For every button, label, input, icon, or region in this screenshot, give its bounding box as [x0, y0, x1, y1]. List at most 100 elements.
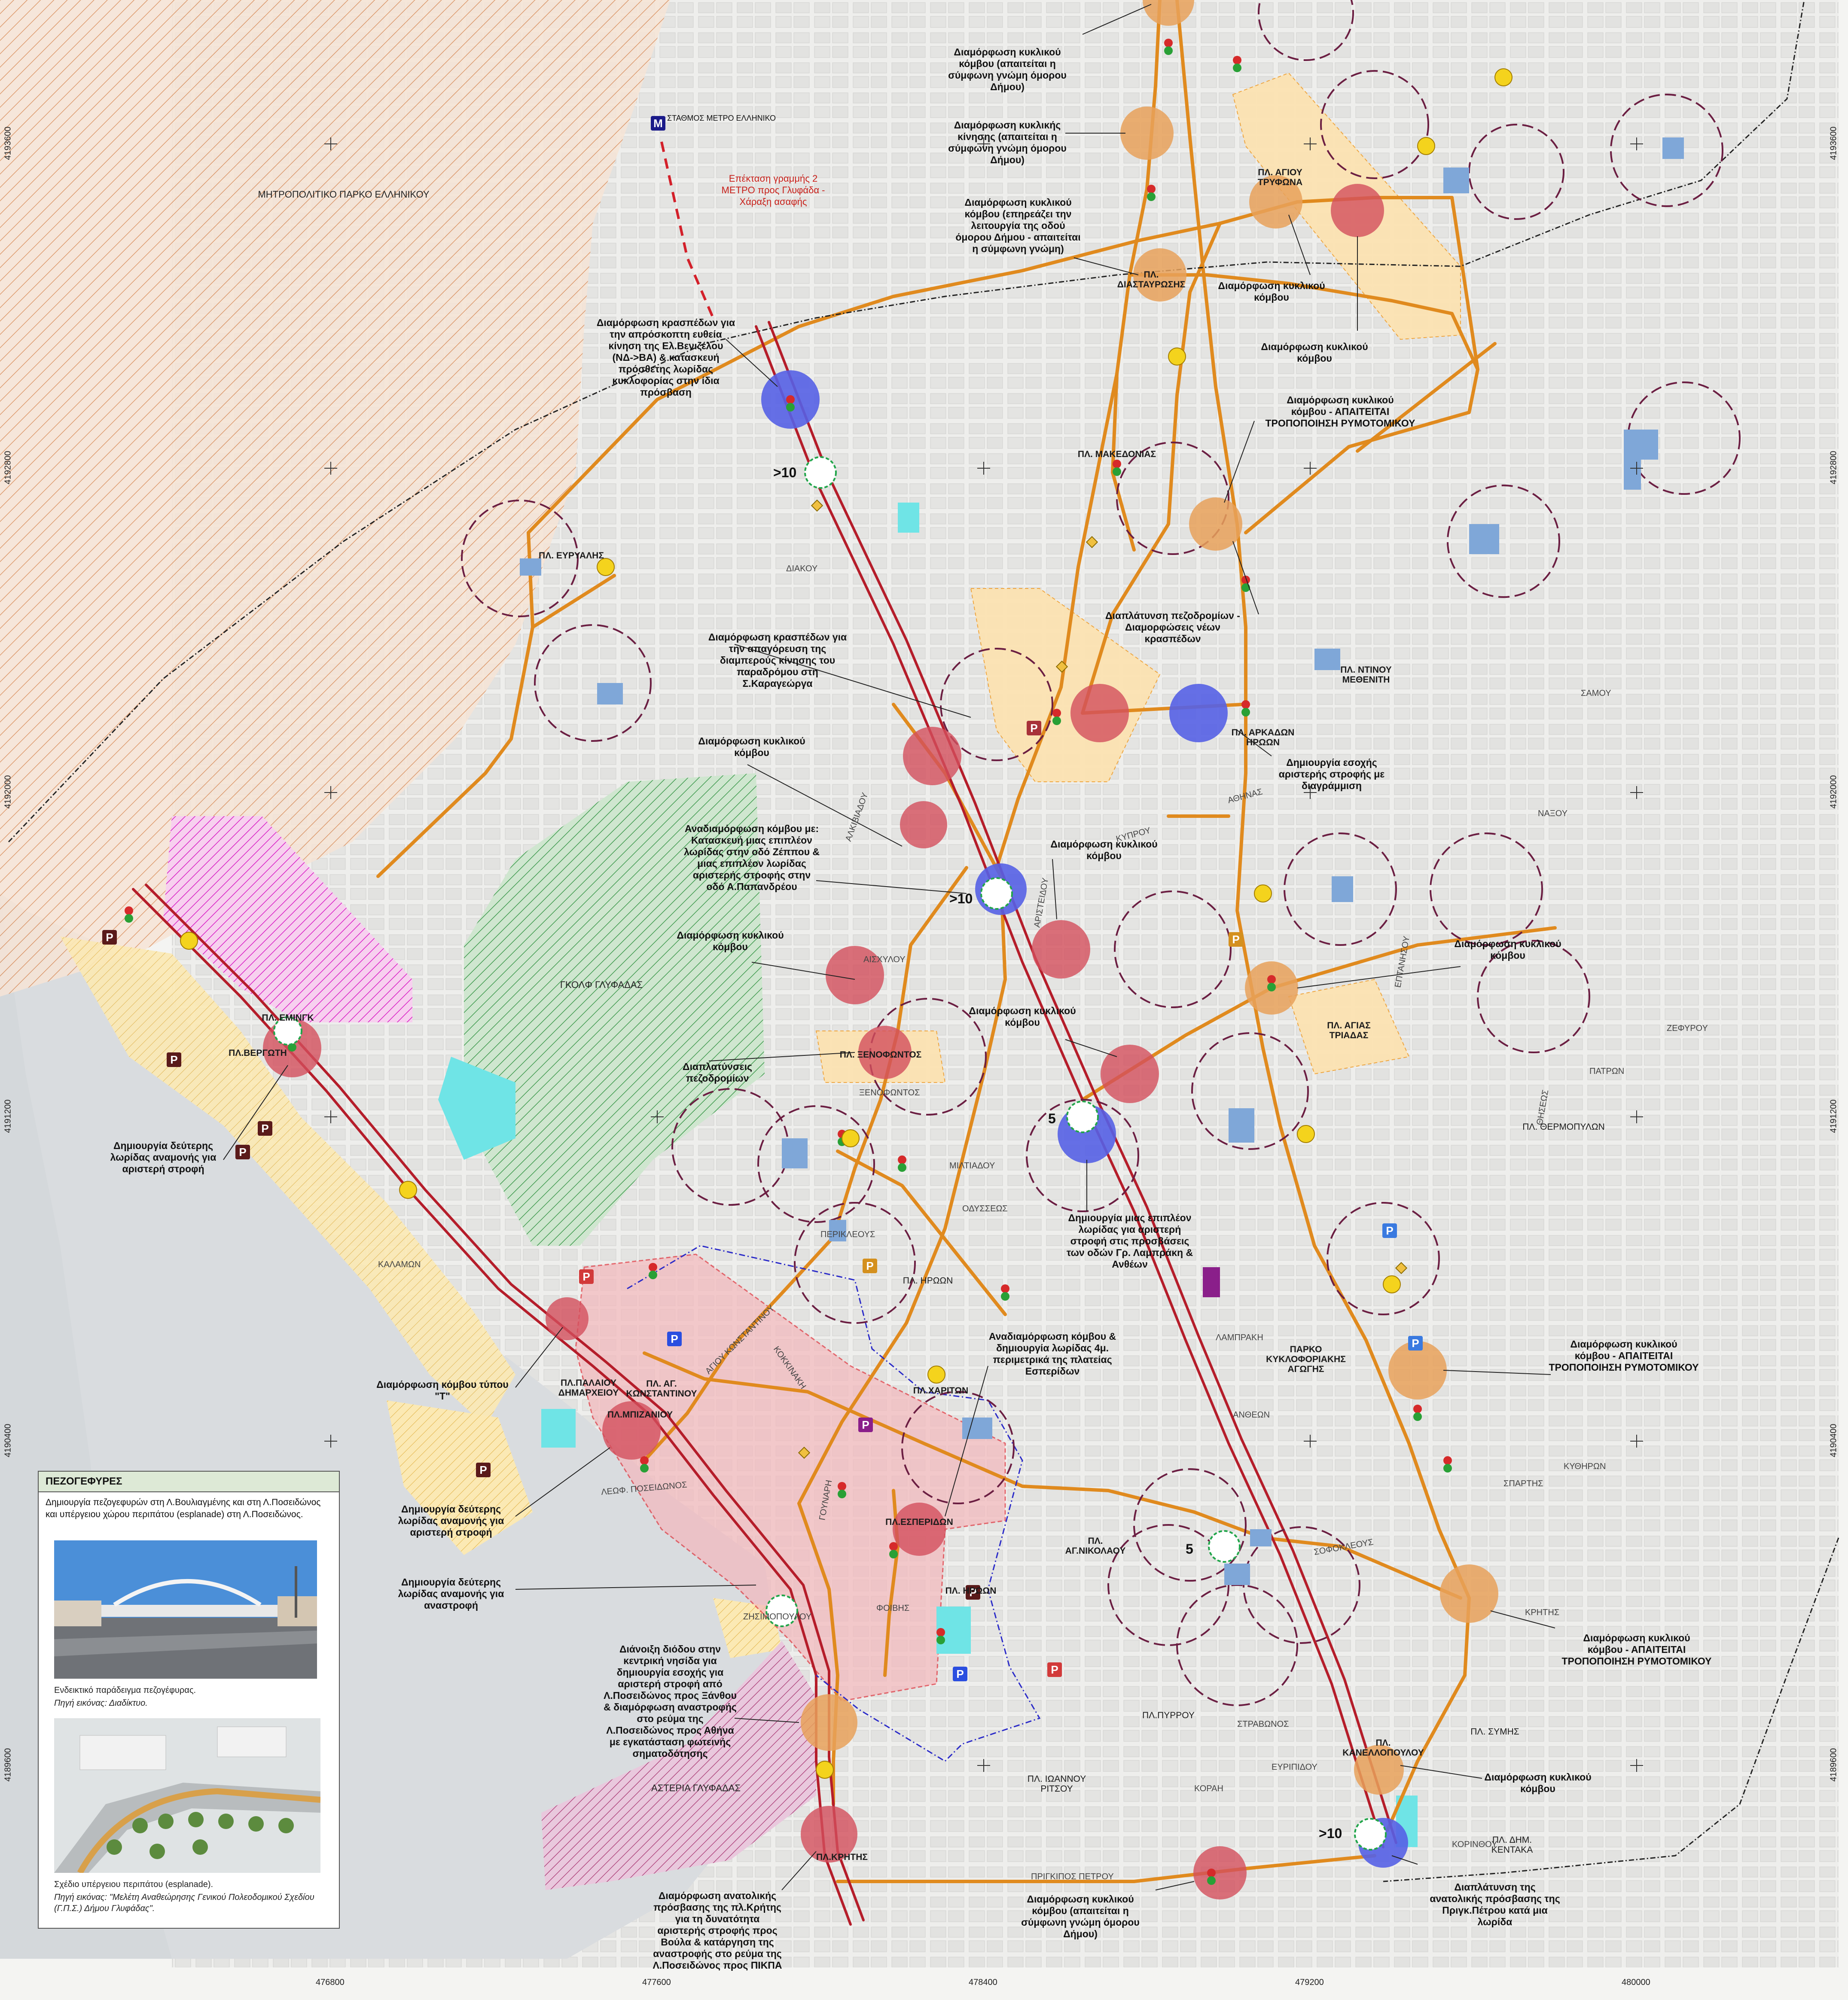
- parking-icon: P: [1027, 721, 1041, 735]
- grid-y-label: 4191200: [1829, 1099, 1839, 1133]
- square-label: ΠΛ. ΗΡΩΩΝ: [903, 1276, 953, 1286]
- count-label: >10: [1319, 1826, 1342, 1841]
- square-label: ΠΛ. ΚΑΝΕΛΛΟΠΟΥΛΟΥ: [1342, 1738, 1424, 1758]
- annotation: Διαπλάτυνση της ανατολικής πρόσβασης της…: [1430, 1881, 1560, 1927]
- grid-x-label: 477600: [642, 1978, 671, 1987]
- annotation: Αναδιαμόρφωση κόμβου με: Κατασκευή μιας …: [683, 823, 820, 892]
- count-label: >10: [773, 465, 797, 480]
- annotation: Διαπλάτυνση πεζοδρομίων - Διαμορφώσεις ν…: [1105, 610, 1240, 644]
- street-label: ΟΔΥΣΣΕΩΣ: [962, 1204, 1008, 1213]
- annotation: Δημιουργία δεύτερης λωρίδας αναμονής για…: [110, 1140, 217, 1174]
- street-label: ΝΑΞΟΥ: [1538, 809, 1567, 818]
- render-source: Πηγή εικόνας: "Μελέτη Αναθεώρησης Γενικο…: [54, 1893, 314, 1913]
- square-label: ΠΛ. ΑΡΚΑΔΩΝ ΗΡΩΩΝ: [1231, 728, 1295, 747]
- annotation: Διαμόρφωση κυκλικού κόμβου (απαιτείται η…: [948, 46, 1067, 92]
- square-label: ΠΛ. ΘΕΡΜΟΠΥΛΩΝ: [1522, 1122, 1605, 1132]
- street-label: ΦΟΙΒΗΣ: [876, 1604, 909, 1613]
- parking-icon: P: [953, 1667, 967, 1681]
- square-label: ΠΛ.ΒΕΡΓΩΤΗ: [229, 1048, 287, 1058]
- grid-y-label: 4193600: [1829, 126, 1839, 160]
- street-label: ΚΟΡΑΗ: [1194, 1784, 1223, 1793]
- annotation: Διάνοιξη διόδου στην κεντρική νησίδα για…: [604, 1643, 737, 1759]
- street-label: ΚΥΘΗΡΩΝ: [1564, 1462, 1606, 1471]
- annotation: Δημιουργία δεύτερης λωρίδας αναμονής για…: [398, 1576, 504, 1611]
- square-label: ΠΛ.ΠΑΛΑΙΟΥ ΔΗΜΑΡΧΕΙΟΥ: [558, 1378, 619, 1398]
- area-label-golf: ΓΚΟΛΦ ΓΛΥΦΑΔΑΣ: [560, 979, 643, 990]
- street-label: ΠΡΙΓΚΙΠΟΣ ΠΕΤΡΟΥ: [1031, 1872, 1114, 1881]
- street-label: ΣΤΡΑΒΩΝΟΣ: [1237, 1720, 1289, 1729]
- parking-icon: P: [102, 930, 117, 945]
- square-label: ΠΛ. ΜΑΚΕΔΟΝΙΑΣ: [1077, 449, 1156, 459]
- annotation: Διαμόρφωση κρασπέδων για την απρόσκοπτη …: [596, 317, 735, 398]
- annotation: Διαμόρφωση κυκλικού κόμβου: [1454, 938, 1561, 961]
- grid-x-label: 480000: [1622, 1978, 1650, 1987]
- street-label: ΕΥΡΙΠΙΔΟΥ: [1272, 1762, 1317, 1772]
- annotation: Διαμόρφωση κυκλικού κόμβου (απαιτείται η…: [1021, 1893, 1140, 1939]
- square-label: ΠΛ. ΔΙΑΣΤΑΥΡΩΣΗΣ: [1117, 270, 1186, 290]
- panel-description: Δημιουργία πεζογεφυρών στη Λ.Βουλιαγμένη…: [46, 1497, 321, 1519]
- parking-icon: P: [667, 1332, 682, 1346]
- annotation: Διαμόρφωση κυκλικού κόμβου: [677, 930, 784, 952]
- annotation: Διαμόρφωση κυκλικού κόμβου - ΑΠΑΙΤΕΙΤΑΙ …: [1549, 1338, 1699, 1373]
- grid-y-label: 4191200: [3, 1099, 13, 1133]
- square-label: ΠΛ.ΠΥΡΡΟΥ: [1142, 1710, 1195, 1720]
- annotation: Διαμόρφωση κυκλικού κόμβου: [1261, 341, 1368, 364]
- street-label: ΖΕΦΥΡΟΥ: [1667, 1024, 1708, 1033]
- annotation: Διαμόρφωση κυκλικού κόμβου - ΑΠΑΙΤΕΙΤΑΙ …: [1265, 394, 1415, 429]
- annotation: Διαμόρφωση κυκλικού κόμβου: [969, 1005, 1076, 1028]
- parking-icon: P: [476, 1463, 491, 1477]
- parking-icon: P: [1382, 1223, 1397, 1238]
- count-label: 5: [1048, 1111, 1056, 1126]
- parking-icon: P: [167, 1052, 181, 1067]
- grid-y-label: 4189600: [3, 1748, 13, 1782]
- square-label: ΠΛ. ΑΓ. ΚΩΝΣΤΑΝΤΙΝΟΥ: [626, 1379, 697, 1399]
- esplanade-render: [54, 1718, 320, 1873]
- street-label: ΠΑΤΡΩΝ: [1589, 1067, 1624, 1076]
- panel-title: ΠΕΖΟΓΕΦΥΡΕΣ: [39, 1472, 339, 1492]
- photo-source: Πηγή εικόνας: Διαδίκτυο.: [54, 1698, 148, 1708]
- grid-y-label: 4190400: [1829, 1424, 1839, 1457]
- annotation: Διαμόρφωση κυκλικής κίνησης (απαιτείται …: [948, 119, 1067, 165]
- street-label: ΔΙΑΚΟΥ: [786, 564, 817, 573]
- parking-icon: P: [1408, 1336, 1423, 1351]
- photo-caption: Ενδεικτικό παράδειγμα πεζογέφυρας.: [54, 1686, 196, 1695]
- metro-extension-note: Επέκταση γραμμής 2 ΜΕΤΡΟ προς Γλυφάδα - …: [721, 173, 825, 207]
- street-label: ΑΙΣΧΥΛΟΥ: [863, 955, 906, 964]
- street-label: ΚΡΗΤΗΣ: [1525, 1608, 1559, 1617]
- annotation: Διαμόρφωση κυκλικού κόμβου: [1050, 838, 1158, 861]
- grid-y-label: 4192000: [1829, 775, 1839, 809]
- street-label: ΣΑΜΟΥ: [1581, 689, 1611, 698]
- area-label-elliniko-park: ΜΗΤΡΟΠΟΛΙΤΙΚΟ ΠΑΡΚΟ ΕΛΛΗΝΙΚΟΥ: [258, 189, 430, 200]
- metro-station-label: ΣΤΑΘΜΟΣ ΜΕΤΡΟ ΕΛΛΗΝΙΚΟ: [667, 114, 776, 122]
- annotation: Διαμόρφωση κυκλικού κόμβου - ΑΠΑΙΤΕΙΤΑΙ …: [1561, 1632, 1712, 1667]
- annotation: Διαμόρφωση κυκλικού κόμβου: [1218, 280, 1325, 303]
- square-label: ΠΛ.ΜΠΙΖΑΝΙΟΥ: [607, 1410, 673, 1420]
- square-label: ΠΛ. ΕΜΙΝΓΚ: [262, 1013, 314, 1023]
- pedestrian-bridges-panel: ΠΕΖΟΓΕΦΥΡΕΣ Δημιουργία πεζογεφυρών στη Λ…: [38, 1471, 340, 1929]
- parking-icon: P: [258, 1121, 272, 1136]
- grid-y-label: 4190400: [3, 1424, 13, 1457]
- square-label: ΠΛ. ΑΓΙΟΥ ΤΡΥΦΩΝΑ: [1257, 168, 1303, 187]
- metro-station-icon: M: [651, 116, 665, 131]
- square-label: ΠΛ. ΝΤΙΝΟΥ ΜΕΘΕΝΙΤΗ: [1340, 665, 1392, 685]
- parking-icon: P: [966, 1585, 980, 1600]
- street-label: ΚΑΛΑΜΩΝ: [378, 1260, 421, 1269]
- grid-x-label: 476800: [316, 1978, 345, 1987]
- annotation: Δημιουργία εσοχής αριστερής στροφής με δ…: [1278, 757, 1385, 791]
- square-label: ΠΛ. ΣΥΜΗΣ: [1470, 1727, 1519, 1737]
- square-label: ΠΛ. ΙΩΑΝΝΟΥ ΡΙΤΣΟΥ: [1027, 1774, 1086, 1794]
- parking-icon: P: [1229, 932, 1243, 947]
- render-caption: Σχέδιο υπέργειου περιπάτου (esplanade).: [54, 1880, 213, 1889]
- square-label: ΠΛ.ΚΡΗΤΗΣ: [816, 1852, 868, 1862]
- area-label-asteria: ΑΣΤΕΡΙΑ ΓΛΥΦΑΔΑΣ: [651, 1783, 741, 1793]
- grid-y-label: 4189600: [1829, 1748, 1839, 1782]
- annotation: Διαμόρφωση κυκλικού κόμβου: [698, 735, 805, 758]
- annotation: Διαμόρφωση κυκλικού κόμβου (επηρεάζει τη…: [955, 197, 1081, 254]
- grid-y-label: 4193600: [3, 126, 13, 160]
- grid-x-label: 478400: [969, 1978, 997, 1987]
- grid-y-label: 4192800: [1829, 451, 1839, 485]
- annotation: Διαπλατύνσεις πεζοδρομίων: [683, 1061, 752, 1084]
- street-label: ΞΕΝΟΦΩΝΤΟΣ: [859, 1088, 920, 1098]
- street-label: ΠΕΡΙΚΛΕΟΥΣ: [820, 1230, 875, 1239]
- street-label: ΑΝΘΕΩΝ: [1233, 1410, 1270, 1420]
